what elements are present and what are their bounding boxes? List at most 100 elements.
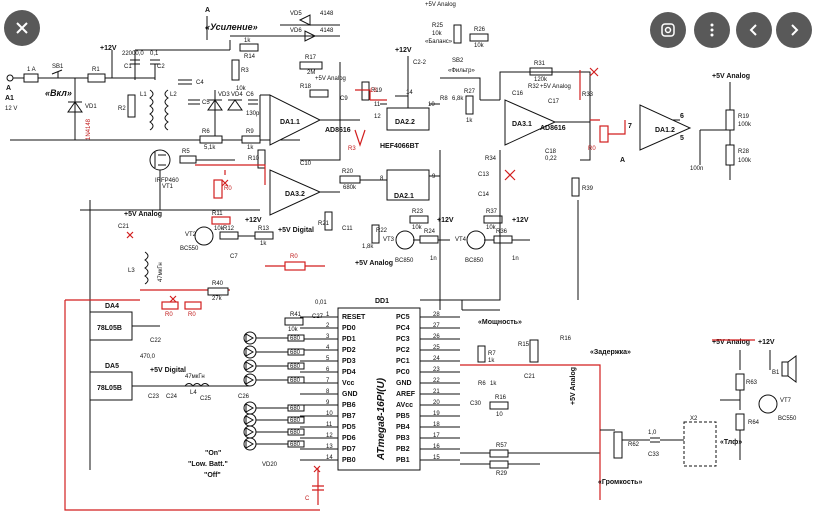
next-button[interactable] xyxy=(776,12,812,48)
led-resistor-value: 680 xyxy=(290,406,301,412)
lens-button[interactable] xyxy=(650,12,686,48)
r21-resistor xyxy=(324,211,333,231)
pin-12: 12 xyxy=(374,114,381,120)
r9-value: 1k xyxy=(247,145,254,151)
pin-name-left: PD0 xyxy=(342,325,356,332)
c6-value: 130p xyxy=(246,111,260,117)
pin-number-right: 21 xyxy=(433,389,440,395)
r14-value: 1k xyxy=(244,38,251,44)
vd5-diode xyxy=(298,14,311,26)
r3-value: 10k xyxy=(236,86,247,92)
point-a-top: A xyxy=(205,7,210,14)
pin-11: 11 xyxy=(374,102,381,108)
vt7-transistor xyxy=(758,394,778,414)
c4-label: C4 xyxy=(196,80,204,86)
p5v-digital-label: +5V Digital xyxy=(278,227,314,234)
close-button[interactable] xyxy=(4,10,40,46)
r33-label: R33 xyxy=(582,92,594,98)
c25-label: C25 xyxy=(200,396,212,402)
p12-r37-label: +12V xyxy=(512,217,529,224)
balans-label: «Баланс» xyxy=(425,39,453,45)
r17-value: 2M xyxy=(307,70,315,76)
pin-name-right: PC5 xyxy=(396,314,410,321)
r64-label: R64 xyxy=(748,420,760,426)
off-label: "Off" xyxy=(204,472,221,479)
tlf-label: «Тлф» xyxy=(720,439,742,446)
x2-label: X2 xyxy=(690,416,698,422)
r23-value: 10k xyxy=(412,225,423,231)
da3-2-label: DA3.2 xyxy=(285,191,305,198)
pin-name-right: AVcc xyxy=(396,402,413,409)
r15-potentiometer xyxy=(529,339,539,363)
a1-label: A1 xyxy=(5,95,14,102)
r41-label: R41 xyxy=(290,312,302,318)
pin-name-right: PC3 xyxy=(396,336,410,343)
vt2-transistor xyxy=(194,226,214,246)
a1-voltage: 12 V xyxy=(5,106,17,112)
c1n2-label: 1n xyxy=(512,256,519,262)
r3-mod-label: R3 xyxy=(348,146,356,152)
r13-value: 1k xyxy=(260,241,267,247)
c21-label: C21 xyxy=(118,224,130,230)
r37-label: R37 xyxy=(486,209,498,215)
c10-label: C10 xyxy=(300,161,312,167)
r0-mod-resistor xyxy=(599,125,609,143)
pin-number-left: 14 xyxy=(326,455,333,461)
r21-label: R21 xyxy=(318,221,330,227)
vt3-transistor xyxy=(395,230,415,250)
p5v-analog-bottom: +5V Analog xyxy=(355,260,393,267)
vd6-diode xyxy=(304,30,317,42)
speaker-icon xyxy=(781,355,797,383)
da4-label: DA4 xyxy=(105,303,119,310)
audio-output-section: +5V Analog +12V R63 B1 R64 VT7 BC550 X2 … xyxy=(598,339,797,486)
prev-button[interactable] xyxy=(736,12,772,48)
r36-label: R36 xyxy=(496,229,508,235)
r7-resistor xyxy=(477,345,486,363)
r11-value: 10k xyxy=(214,226,225,232)
vd1-diode xyxy=(67,78,83,140)
zaderzhka-label: «Задержка» xyxy=(590,349,631,356)
vt7-label: VT7 xyxy=(780,398,792,404)
gromkost-label: «Громкость» xyxy=(598,479,642,486)
r24-label: R24 xyxy=(424,229,436,235)
usilenie-label: «Усиление» xyxy=(205,22,258,32)
pin-name-right: PC0 xyxy=(396,369,410,376)
c100n-label: 100n xyxy=(690,166,703,172)
r27-label: R27 xyxy=(464,89,476,95)
r16-value: 10 xyxy=(496,412,503,418)
r27-resistor xyxy=(465,95,474,115)
pin-name-right: PB5 xyxy=(396,413,410,420)
mcu-left-pins: RESET1PD02PD13PD24PD35PD46Vcc7GND8PB69PB… xyxy=(300,312,366,464)
more-button[interactable] xyxy=(694,12,730,48)
p5v-analog-r18: +5V Analog xyxy=(315,76,346,82)
vt4-value: BC850 xyxy=(465,258,484,264)
p12-speaker: +12V xyxy=(758,339,775,346)
r12-resistor xyxy=(219,231,239,240)
p5v-analog-top: +5V Analog xyxy=(425,2,456,8)
pin-6: 6 xyxy=(680,113,684,120)
r41-value: 10k xyxy=(288,327,299,333)
r9-label: R9 xyxy=(246,129,254,135)
led-diode-mark xyxy=(245,415,255,425)
r27-value: 1k xyxy=(466,118,473,124)
r14-label: R14 xyxy=(244,54,256,60)
c14-label: C14 xyxy=(478,192,490,198)
r1-label: R1 xyxy=(92,67,100,73)
vt2-value: BC550 xyxy=(180,246,199,252)
r12-label: R12 xyxy=(223,226,235,232)
r40-value: 27k xyxy=(212,296,223,302)
r40-label: R40 xyxy=(212,281,224,287)
l2-label: L2 xyxy=(170,92,177,98)
pin-number-right: 19 xyxy=(433,411,440,417)
vd5-label: VD5 xyxy=(290,11,302,17)
da5-regulator xyxy=(89,371,133,401)
pin-name-left: PD3 xyxy=(342,358,356,365)
pin-9: 9 xyxy=(432,174,436,180)
pin-number-right: 24 xyxy=(433,356,440,362)
interconnect-wires xyxy=(229,40,599,311)
r16-label: R16 xyxy=(560,336,572,342)
p5v-analog-speaker: +5V Analog xyxy=(712,339,750,346)
c24-label: C24 xyxy=(166,394,178,400)
